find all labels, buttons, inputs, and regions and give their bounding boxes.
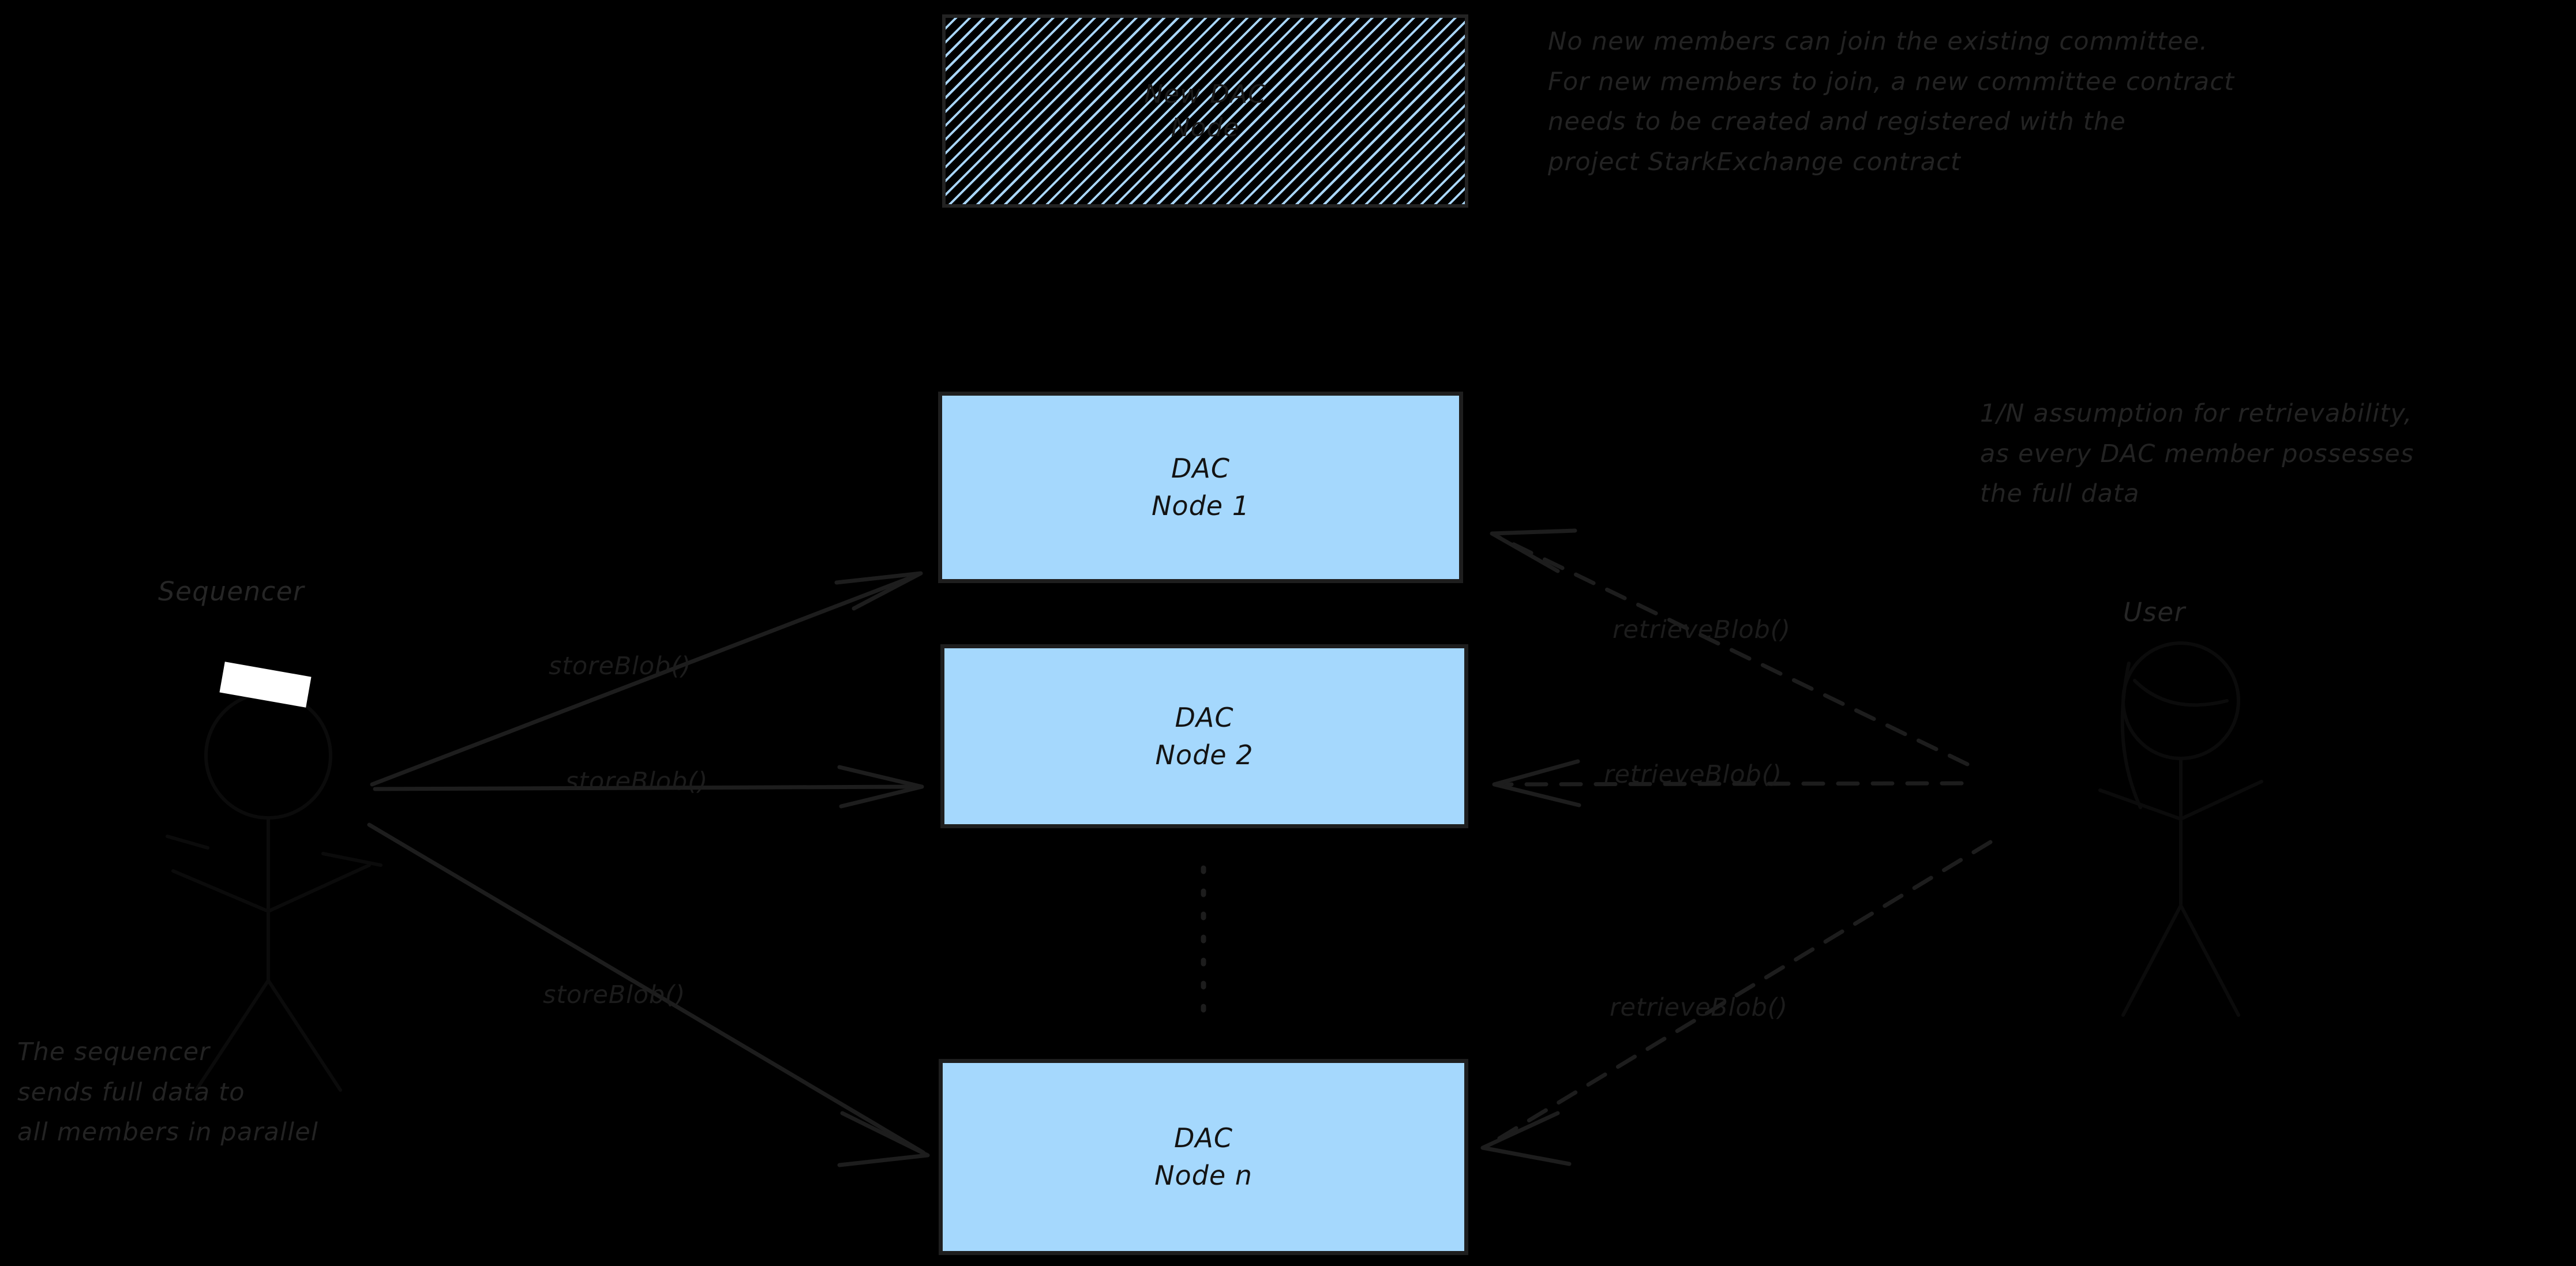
- dac-node-2-subtitle: Node 2: [1155, 739, 1254, 771]
- new-dac-node-box[interactable]: New DAC Node: [942, 14, 1468, 208]
- user-label: User: [2123, 597, 2186, 628]
- dac-node-2-box[interactable]: DAC Node 2: [940, 644, 1468, 828]
- edge-label-retrieve-blob-node-1: retrieveBlob(): [1613, 615, 1791, 644]
- note-new-members: No new members can join the existing com…: [1548, 27, 2235, 176]
- dac-node-1-box[interactable]: DAC Node 1: [938, 392, 1463, 583]
- note-retrievability-assumption: 1/N assumption for retrievability, as ev…: [1980, 399, 2414, 509]
- edge-label-store-blob-node-n: storeBlob(): [543, 981, 686, 1009]
- note-sequencer-parallel: The sequencer sends full data to all mem…: [17, 1038, 319, 1147]
- store-blob-arrows: [367, 571, 930, 1167]
- edge-label-store-blob-node-1: storeBlob(): [549, 652, 692, 681]
- user-stick-figure: [2098, 641, 2263, 1017]
- edge-label-retrieve-blob-node-2: retrieveBlob(): [1604, 760, 1782, 789]
- dac-node-1-subtitle: Node 1: [1152, 490, 1250, 521]
- edge-label-retrieve-blob-node-n: retrieveBlob(): [1610, 993, 1788, 1022]
- sequencer-label: Sequencer: [158, 576, 305, 607]
- dac-node-2-title: DAC: [1175, 701, 1234, 733]
- dac-node-n-subtitle: Node n: [1154, 1160, 1253, 1191]
- edge-label-store-blob-node-2: storeBlob(): [565, 767, 708, 796]
- sequencer-stick-figure: [166, 692, 383, 1092]
- retrieve-blob-arrows: [1486, 534, 1993, 1147]
- dac-node-n-title: DAC: [1173, 1122, 1233, 1154]
- new-dac-node-title: New DAC: [1144, 80, 1266, 110]
- dac-node-1-title: DAC: [1171, 453, 1230, 484]
- dac-node-n-box[interactable]: DAC Node n: [939, 1059, 1468, 1255]
- retrieve-blob-arrowheads: [1480, 528, 1581, 1166]
- new-dac-node-subtitle: Node: [1171, 112, 1240, 142]
